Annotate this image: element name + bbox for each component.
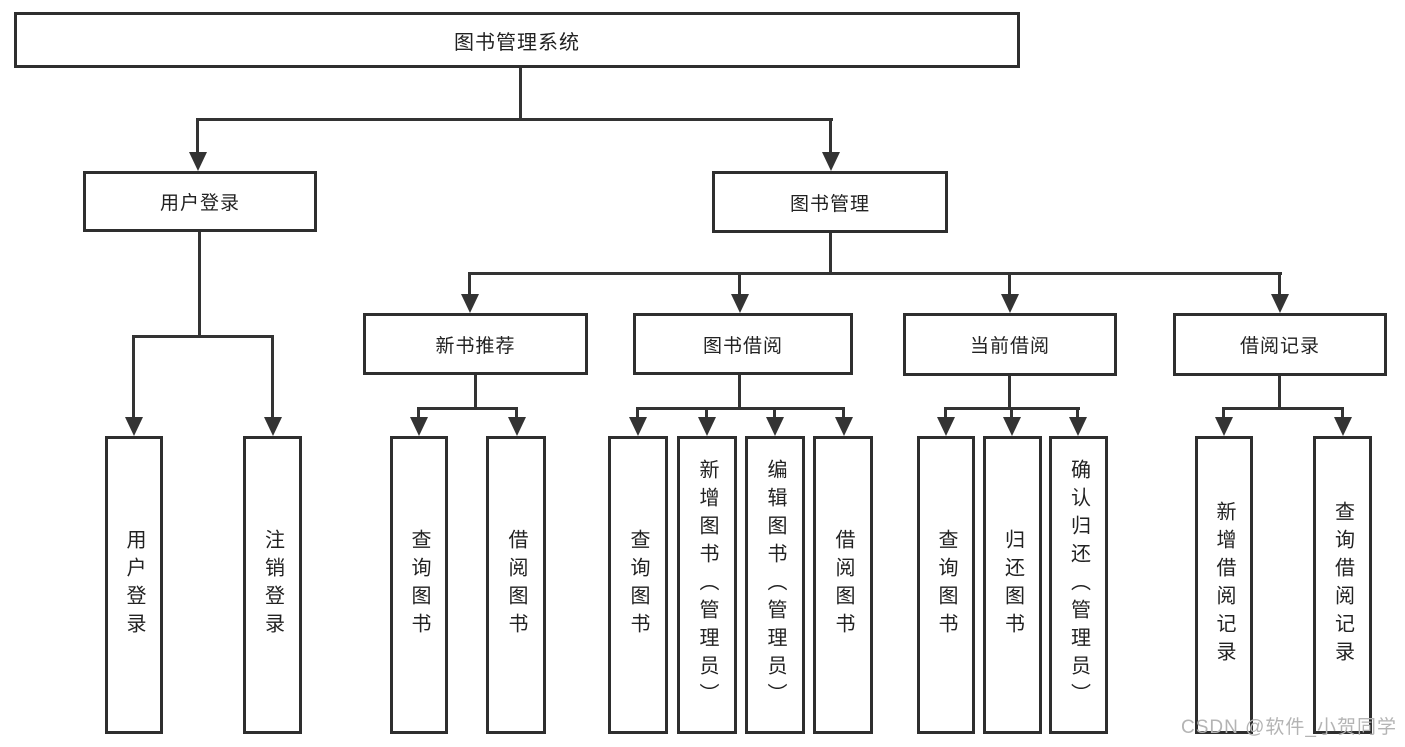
connector-to-leaf: [944, 407, 947, 420]
arrow-down-icon: [410, 417, 428, 436]
arrow-down-icon: [698, 417, 716, 436]
arrow-down-icon: [835, 417, 853, 436]
connector-to-leaf: [1222, 407, 1225, 420]
node-library-management-system: 图书管理系统: [14, 12, 1020, 68]
leaf-query-books-borrowing: 查询图书: [608, 436, 668, 734]
leaf-add-borrow-record: 新增借阅记录: [1195, 436, 1253, 734]
connector-to-leaf: [636, 407, 639, 420]
leaf-confirm-return-admin: 确认归还（管理员）: [1049, 436, 1108, 734]
leaf-borrow-books-recommend: 借阅图书: [486, 436, 546, 734]
connector-to-user-login: [196, 118, 199, 156]
connector-to-leaf: [515, 407, 518, 420]
arrow-down-icon: [264, 417, 282, 436]
connector-borrow-record-stem: [1278, 376, 1281, 409]
watermark: CSDN @软件_小贺同学: [1181, 717, 1397, 738]
connector-new-book-stem: [474, 375, 477, 409]
node-new-book-recommend: 新书推荐: [363, 313, 588, 375]
connector-root-stem: [519, 68, 522, 118]
arrow-down-icon: [1003, 417, 1021, 436]
connector-book-mgmt-hbar: [468, 272, 1282, 275]
connector-to-leaf: [132, 335, 135, 420]
connector-to-leaf: [705, 407, 708, 420]
node-user-login: 用户登录: [83, 171, 317, 232]
connector-user-login-hbar: [132, 335, 274, 338]
connector-borrow-record-hbar: [1222, 407, 1344, 410]
leaf-query-books-current: 查询图书: [917, 436, 975, 734]
leaf-return-books: 归还图书: [983, 436, 1042, 734]
arrow-down-icon: [629, 417, 647, 436]
arrow-down-icon: [1069, 417, 1087, 436]
connector-to-borrow-record: [1278, 272, 1281, 297]
arrow-down-icon: [1334, 417, 1352, 436]
connector-root-hbar: [196, 118, 833, 121]
node-book-management: 图书管理: [712, 171, 948, 233]
leaf-logout: 注销登录: [243, 436, 302, 734]
arrow-down-icon: [731, 294, 749, 313]
arrow-down-icon: [125, 417, 143, 436]
arrow-down-icon: [937, 417, 955, 436]
leaf-query-books-recommend: 查询图书: [390, 436, 448, 734]
arrow-down-icon: [508, 417, 526, 436]
arrow-down-icon: [189, 152, 207, 171]
connector-current-borrow-stem: [1008, 376, 1011, 409]
connector-to-leaf: [1010, 407, 1013, 420]
connector-to-new-book: [468, 272, 471, 297]
leaf-query-borrow-record: 查询借阅记录: [1313, 436, 1372, 734]
arrow-down-icon: [766, 417, 784, 436]
node-current-borrowing: 当前借阅: [903, 313, 1117, 376]
connector-new-book-hbar: [417, 407, 518, 410]
arrow-down-icon: [822, 152, 840, 171]
arrow-down-icon: [1001, 294, 1019, 313]
connector-to-leaf: [773, 407, 776, 420]
connector-to-leaf: [1076, 407, 1079, 420]
connector-user-login-stem: [198, 232, 201, 336]
connector-book-borrow-hbar: [636, 407, 845, 410]
node-borrowing-records: 借阅记录: [1173, 313, 1387, 376]
arrow-down-icon: [1215, 417, 1233, 436]
leaf-user-login: 用户登录: [105, 436, 163, 734]
connector-to-leaf: [842, 407, 845, 420]
connector-to-leaf: [417, 407, 420, 420]
connector-to-book-borrow: [738, 272, 741, 297]
node-book-borrowing: 图书借阅: [633, 313, 853, 375]
leaf-borrow-books-borrowing: 借阅图书: [813, 436, 873, 734]
connector-to-current-borrow: [1008, 272, 1011, 297]
leaf-edit-book-admin: 编辑图书（管理员）: [745, 436, 805, 734]
arrow-down-icon: [1271, 294, 1289, 313]
connector-book-borrow-stem: [738, 375, 741, 409]
arrow-down-icon: [461, 294, 479, 313]
connector-to-leaf: [271, 335, 274, 420]
connector-book-mgmt-stem: [829, 233, 832, 272]
connector-to-book-management: [829, 118, 832, 156]
leaf-add-book-admin: 新增图书（管理员）: [677, 436, 737, 734]
connector-to-leaf: [1341, 407, 1344, 420]
